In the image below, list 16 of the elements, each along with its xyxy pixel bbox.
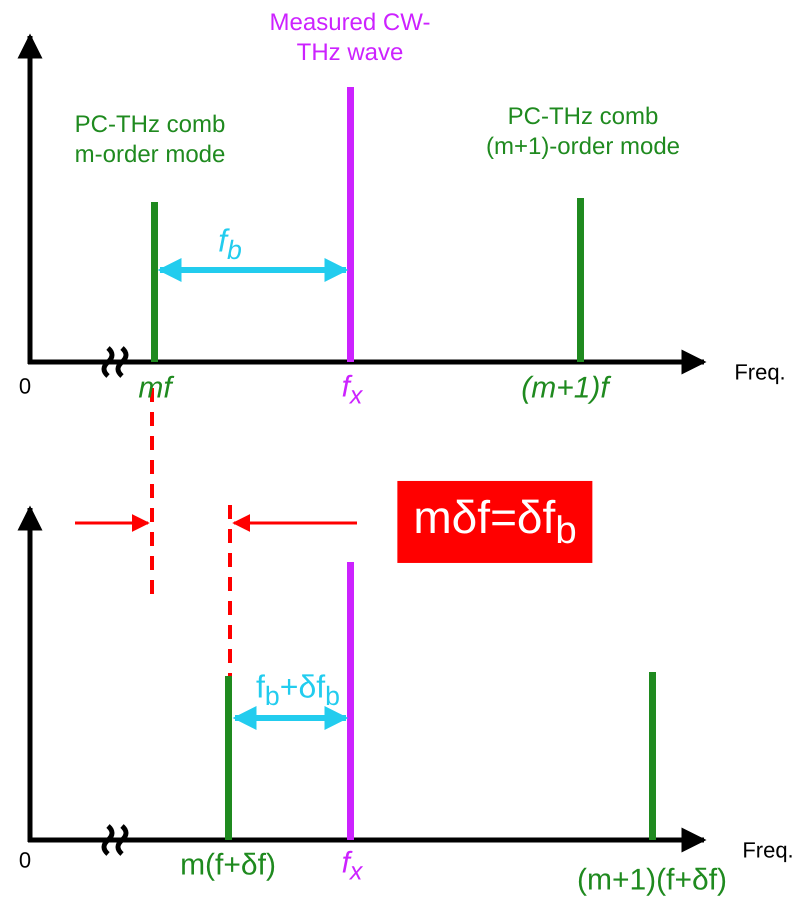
frequency-label: mf	[138, 369, 172, 407]
frequency-label: (m+1)(f+δf)	[576, 862, 728, 898]
beat-frequency-label: f$_{b}$	[218, 222, 242, 268]
wave-label: Measured CW-THz wave	[268, 8, 432, 68]
axis-title: Freq.	[742, 836, 794, 864]
axis-title: Freq.	[734, 358, 786, 386]
equation-banner: mδf=δf$_{b}$	[397, 480, 593, 564]
mode-label: PC-THz comb m-order mode	[74, 110, 226, 170]
frequency-label: (m+1)f	[521, 369, 609, 407]
frequency-label: m(f+δf)	[180, 847, 276, 884]
axis-origin-label: 0	[18, 846, 32, 874]
frequency-label: f$_{x}$	[342, 845, 362, 888]
mode-label: PC-THz comb (m+1)-order mode	[484, 102, 682, 162]
beat-frequency-label: f$_{b}$+δf$_{b}$	[256, 668, 340, 714]
frequency-label: f$_{x}$	[342, 369, 362, 412]
axis-origin-label: 0	[18, 372, 32, 400]
